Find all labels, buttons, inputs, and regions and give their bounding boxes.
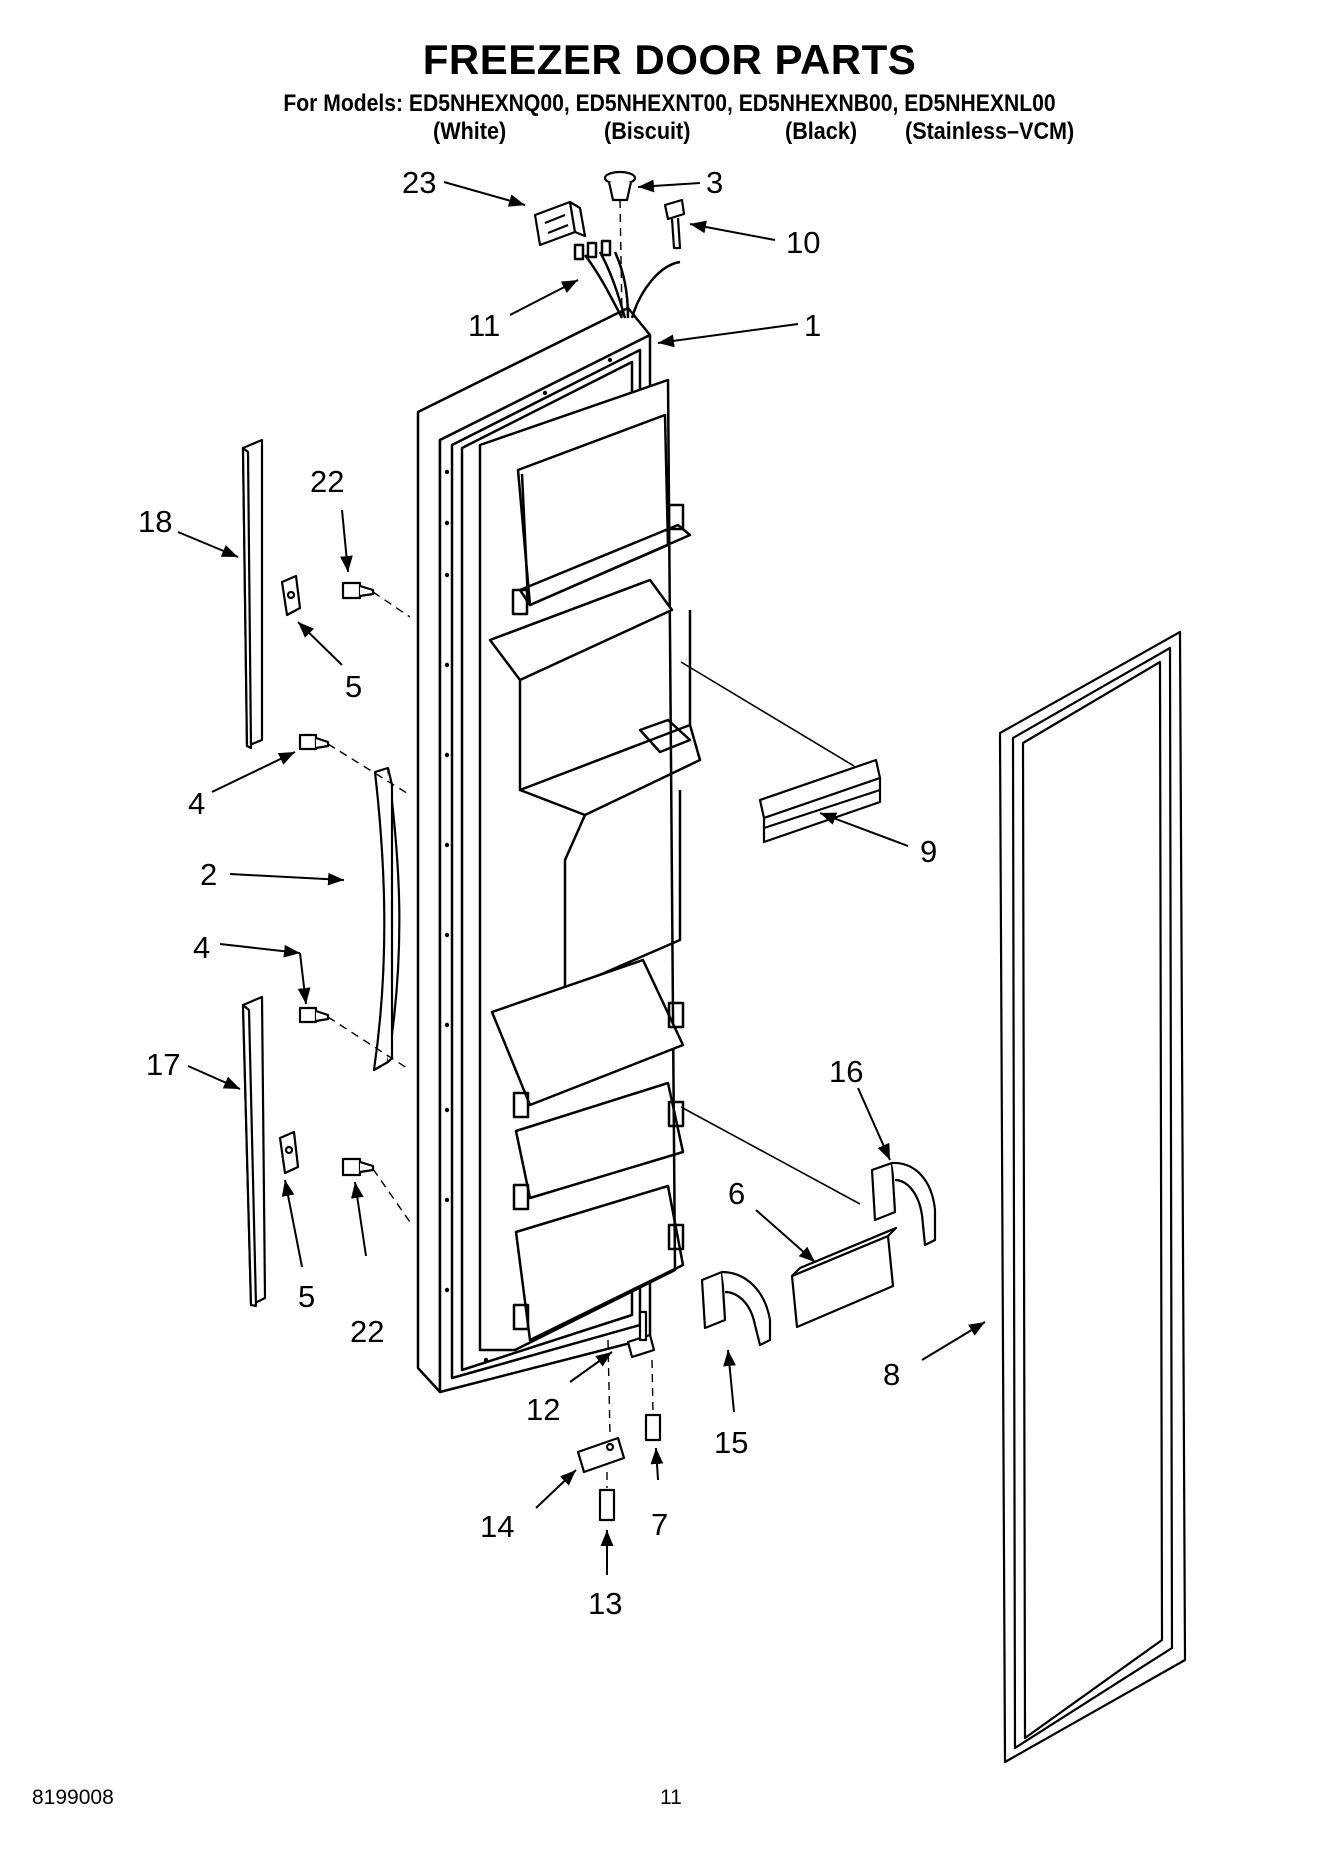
connector-part-23 [533, 200, 587, 247]
bracket-part-14 [576, 1436, 626, 1474]
callout-23: 23 [402, 165, 436, 200]
callout-4-lower: 4 [193, 930, 210, 965]
trim-strip-part-17 [241, 995, 267, 1308]
screw-part-10 [663, 198, 686, 250]
callout-12: 12 [526, 1392, 560, 1427]
page-number: 11 [660, 1786, 682, 1809]
callout-15: 15 [714, 1425, 748, 1460]
callout-2: 2 [200, 857, 217, 892]
callout-3: 3 [706, 165, 723, 200]
callout-9: 9 [920, 834, 937, 869]
screw-part-4-lower [298, 1006, 330, 1024]
callout-1: 1 [804, 308, 821, 343]
screw-part-7 [644, 1413, 662, 1442]
hinge-pin-part-12 [626, 1310, 656, 1359]
callout-5-upper: 5 [345, 669, 362, 704]
callout-22-upper: 22 [310, 464, 344, 499]
tray-part-6 [790, 1226, 898, 1329]
bracket-part-16 [870, 1161, 937, 1247]
callout-14: 14 [480, 1509, 514, 1544]
screw-part-22-lower [341, 1157, 375, 1177]
callout-10: 10 [786, 225, 820, 260]
callout-22-lower: 22 [350, 1314, 384, 1349]
plug-part-3 [603, 170, 637, 202]
callout-11: 11 [468, 308, 500, 343]
callout-5-lower: 5 [298, 1279, 315, 1314]
bracket-part-15 [700, 1270, 772, 1347]
models-line: For Models: ED5NHEXNQ00, ED5NHEXNT00, ED… [283, 90, 1056, 117]
handle-part-2 [372, 766, 401, 1072]
screw-part-13 [598, 1488, 616, 1522]
loose-parts [241, 170, 1187, 1764]
callout-labels: 23 3 10 11 1 22 18 5 4 2 9 4 17 16 6 5 2… [138, 165, 937, 1621]
page-title: FREEZER DOOR PARTS [422, 36, 917, 83]
variant-biscuit: (Biscuit) [604, 118, 691, 145]
trim-strip-part-18 [241, 438, 264, 750]
clip-part-5-lower [278, 1130, 300, 1175]
leader-lines [680, 661, 861, 1205]
clip-part-5-upper [280, 574, 302, 617]
door-gasket-part-8 [998, 630, 1187, 1764]
screw-part-4-upper [298, 733, 330, 751]
callout-18: 18 [138, 504, 172, 539]
callout-4-upper: 4 [188, 786, 205, 821]
callout-7: 7 [651, 1507, 668, 1542]
screw-part-22-upper [341, 581, 375, 600]
callout-16: 16 [829, 1054, 863, 1089]
callout-8: 8 [883, 1357, 900, 1392]
callout-arrows [177, 179, 986, 1575]
door-assembly [416, 239, 702, 1394]
variant-black: (Black) [785, 118, 858, 145]
callout-6: 6 [728, 1176, 745, 1211]
document-number: 8199008 [32, 1786, 114, 1809]
callout-17: 17 [146, 1047, 180, 1082]
callout-13: 13 [588, 1586, 622, 1621]
variant-white: (White) [433, 118, 507, 145]
variant-stainless: (Stainless–VCM) [905, 118, 1075, 145]
channel-part-9 [758, 758, 882, 844]
